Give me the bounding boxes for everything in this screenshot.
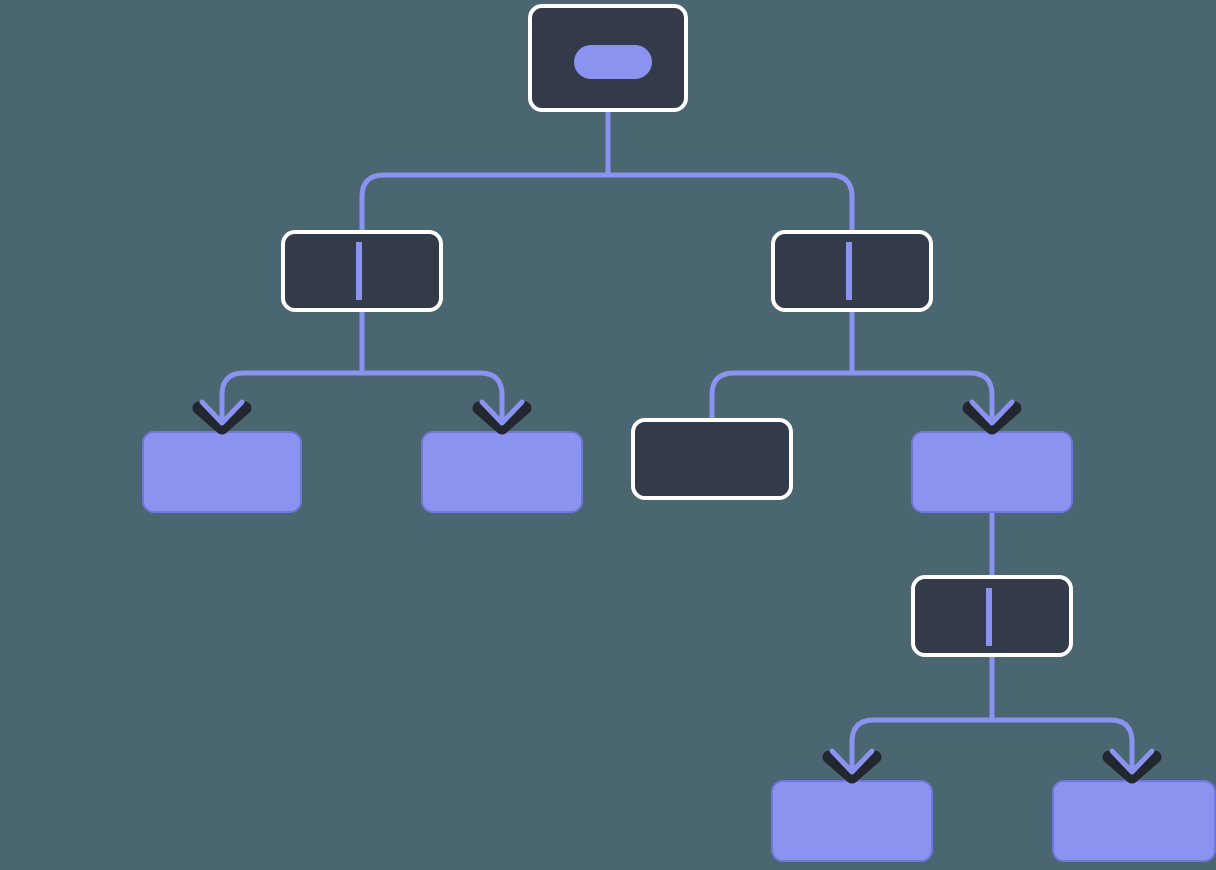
node-n-l3[interactable] (911, 575, 1073, 657)
connector-edge-l1r-c (709, 370, 855, 421)
connector-edge-l3-right (989, 717, 1135, 783)
node-n-l2-a[interactable] (142, 431, 302, 513)
node-n-l2-d[interactable] (911, 431, 1073, 513)
node-n-l1-right[interactable] (771, 230, 933, 312)
node-n-l4-right[interactable] (1052, 780, 1216, 862)
node-pill-marker (574, 45, 652, 79)
connector-edge-l3-left (849, 717, 995, 783)
node-n-l4-left[interactable] (771, 780, 933, 862)
node-n-l1-left[interactable] (281, 230, 443, 312)
connector-edge-l1l-a (219, 370, 365, 434)
connector-edge-root-right (605, 172, 855, 233)
node-n-l2-c[interactable] (631, 418, 793, 500)
node-n-l2-b[interactable] (421, 431, 583, 513)
node-root[interactable] (528, 4, 688, 112)
connector-edge-root-left (359, 172, 611, 233)
connector-edge-l1l-b (359, 370, 505, 434)
connector-edge-l1r-d (849, 370, 995, 434)
